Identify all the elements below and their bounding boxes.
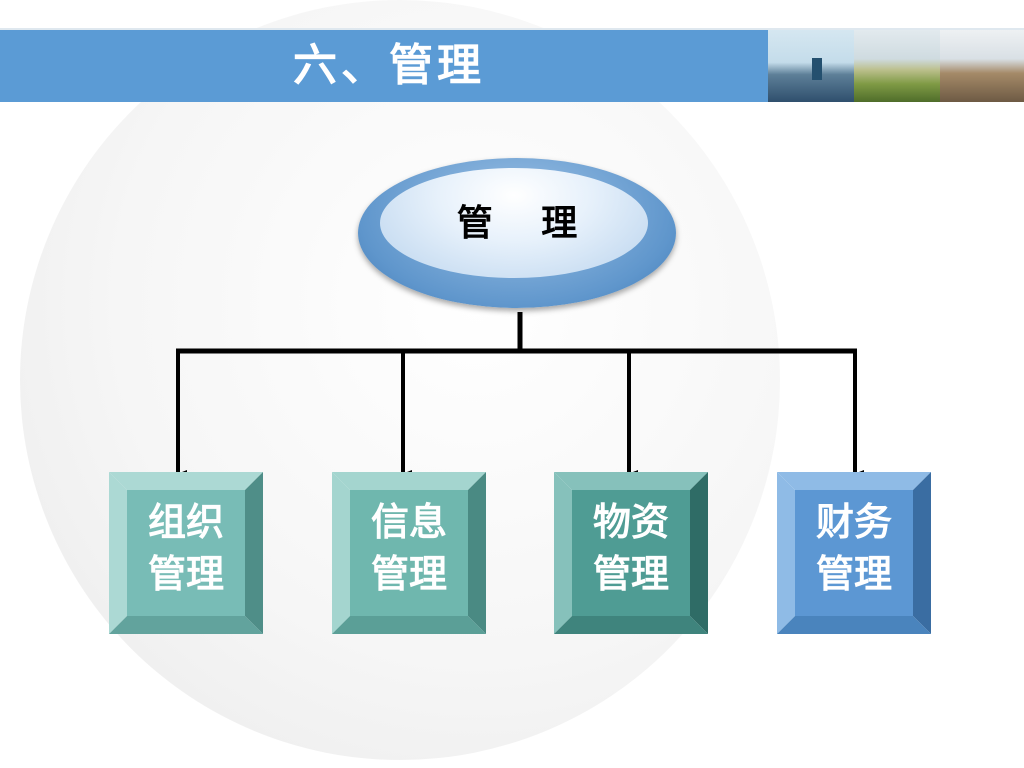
bevel-frame <box>554 472 708 634</box>
page-title: 六、管理 <box>293 40 485 91</box>
root-node-highlight <box>380 168 648 278</box>
bevel-bottom <box>554 616 708 634</box>
bevel-bottom <box>332 616 486 634</box>
bevel-frame <box>332 472 486 634</box>
bevel-frame <box>109 472 263 634</box>
child-node-label: 物资 管理 <box>592 499 669 596</box>
root-node-label: 管 理 <box>456 202 596 244</box>
bevel-right <box>690 472 708 634</box>
root-node: 管 理 <box>358 158 676 308</box>
child-node-label: 组织 管理 <box>147 499 224 596</box>
irrigation-photo <box>768 30 854 102</box>
bevel-right <box>468 472 486 634</box>
child-node-label: 信息 管理 <box>370 499 447 596</box>
bevel-left <box>332 472 350 634</box>
box-face <box>572 490 690 616</box>
field-photo <box>854 30 940 102</box>
bevel-frame <box>777 472 931 634</box>
bevel-top <box>777 472 931 490</box>
box-face <box>127 490 245 616</box>
bevel-left <box>109 472 127 634</box>
child-node-materials: 物资 管理 <box>554 472 708 634</box>
farmland-photo <box>940 30 1024 102</box>
bevel-top <box>554 472 708 490</box>
bevel-bottom <box>109 616 263 634</box>
bevel-top <box>109 472 263 490</box>
child-node-info: 信息 管理 <box>332 472 486 634</box>
box-face <box>350 490 468 616</box>
child-node-org: 组织 管理 <box>109 472 263 634</box>
child-node-finance: 财务 管理 <box>777 472 931 634</box>
bevel-right <box>913 472 931 634</box>
bevel-left <box>554 472 572 634</box>
box-face <box>795 490 913 616</box>
header-photo-strip <box>768 30 1024 102</box>
bevel-bottom <box>777 616 931 634</box>
bevel-left <box>777 472 795 634</box>
top-rule <box>0 28 1024 30</box>
bevel-top <box>332 472 486 490</box>
header-bar <box>0 30 768 102</box>
child-node-label: 财务 管理 <box>815 499 892 596</box>
bevel-right <box>245 472 263 634</box>
